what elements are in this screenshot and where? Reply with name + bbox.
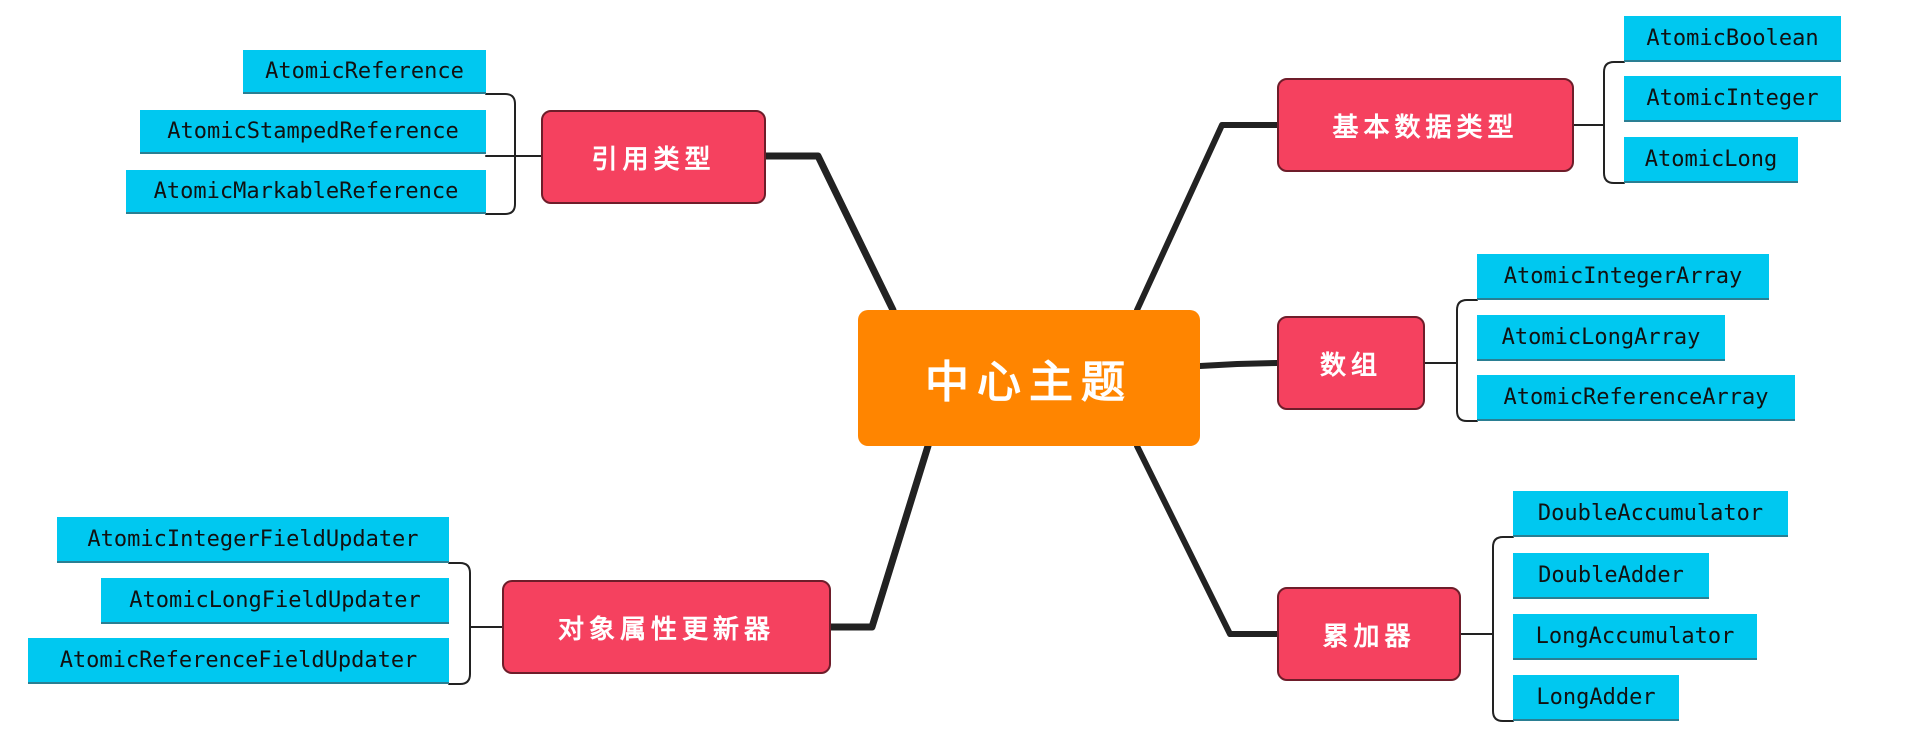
connector-center-field-updater <box>827 442 932 631</box>
leaf-atomic-boolean[interactable]: AtomicBoolean <box>1624 16 1841 62</box>
leaf-atomic-reference-field-updater[interactable]: AtomicReferenceFieldUpdater <box>28 638 449 684</box>
leaf-atomic-integer-field-updater[interactable]: AtomicIntegerFieldUpdater <box>57 517 449 563</box>
leaf-atomic-long-field-updater[interactable]: AtomicLongFieldUpdater <box>101 578 449 624</box>
connector-center-array <box>1197 360 1280 369</box>
connector-center-reference-type <box>762 152 897 314</box>
leaf-atomic-long-array[interactable]: AtomicLongArray <box>1477 315 1725 361</box>
leaf-atomic-long[interactable]: AtomicLong <box>1624 137 1798 183</box>
center-topic[interactable]: 中心主题 <box>858 310 1200 446</box>
branch-reference-type[interactable]: 引用类型 <box>541 110 766 204</box>
branch-field-updater[interactable]: 对象属性更新器 <box>502 580 831 674</box>
bracket-field-updater <box>448 562 471 685</box>
leaf-double-accumulator[interactable]: DoubleAccumulator <box>1513 491 1788 537</box>
branch-array[interactable]: 数组 <box>1277 316 1425 410</box>
bracket-accumulator <box>1492 536 1514 722</box>
leaf-atomic-integer-array[interactable]: AtomicIntegerArray <box>1477 254 1769 300</box>
leaf-atomic-markable-reference[interactable]: AtomicMarkableReference <box>126 170 486 214</box>
branch-basic-data-type[interactable]: 基本数据类型 <box>1277 78 1574 172</box>
connector-center-accumulator <box>1134 443 1280 637</box>
bracket-array <box>1456 299 1478 422</box>
leaf-double-adder[interactable]: DoubleAdder <box>1513 553 1709 599</box>
leaf-atomic-reference-array[interactable]: AtomicReferenceArray <box>1477 375 1795 421</box>
leaf-long-adder[interactable]: LongAdder <box>1513 675 1679 721</box>
leaf-atomic-integer[interactable]: AtomicInteger <box>1624 76 1841 122</box>
leaf-long-accumulator[interactable]: LongAccumulator <box>1513 614 1757 660</box>
bracket-reference-type <box>485 93 516 215</box>
leaf-atomic-reference[interactable]: AtomicReference <box>243 50 486 94</box>
branch-accumulator[interactable]: 累加器 <box>1277 587 1461 681</box>
bracket-basic-data-type <box>1603 61 1625 184</box>
connector-center-basic-data-type <box>1134 122 1280 313</box>
leaf-atomic-stamped-reference[interactable]: AtomicStampedReference <box>140 110 486 154</box>
